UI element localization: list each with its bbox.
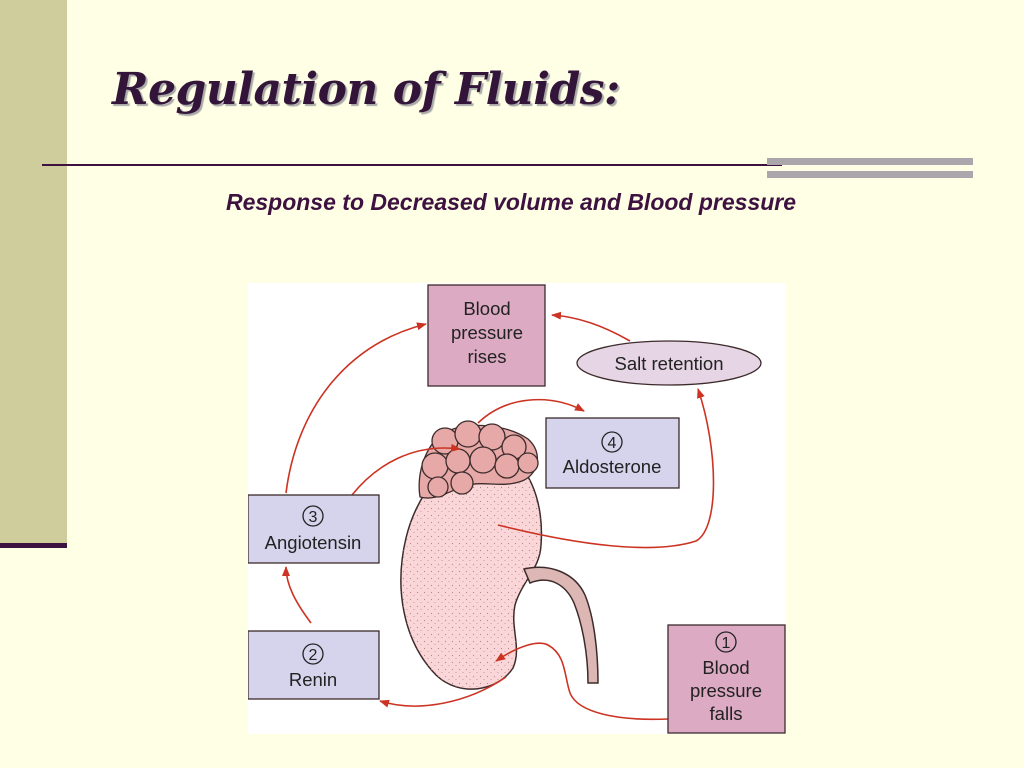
- aldosterone-step-number: 4: [608, 435, 617, 452]
- aldosterone-label: Aldosterone: [563, 456, 662, 477]
- arrow-salt-retention-to-bp-rises: [551, 311, 631, 342]
- step-number-circle: [302, 505, 324, 527]
- node-salt-retention: Salt retention: [576, 340, 762, 386]
- accent-bar-bottom: [767, 171, 973, 178]
- title-divider: [42, 164, 782, 166]
- bp-falls-line-2: pressure: [690, 680, 762, 701]
- step-number-circle: [302, 643, 324, 665]
- angiotensin-step-number: 3: [309, 509, 318, 526]
- angiotensin-label: Angiotensin: [265, 532, 362, 553]
- step-number-circle: [715, 631, 737, 653]
- step-number-circle: [601, 431, 623, 453]
- arrow-renin-to-angiotensin: [282, 566, 312, 624]
- node-blood-pressure-falls: 1 Blood pressure falls: [667, 624, 786, 734]
- slide-subtitle: Response to Decreased volume and Blood p…: [225, 189, 797, 215]
- bp-falls-line-3: falls: [710, 703, 743, 724]
- arrow-falls-to-kidney: [495, 642, 669, 721]
- cycle-arrows: [282, 311, 715, 721]
- renin-step-number: 2: [309, 647, 318, 664]
- node-renin: 2 Renin: [248, 630, 380, 700]
- kidney-illustration: [400, 444, 599, 690]
- arrow-kidney-to-renin: [379, 676, 507, 708]
- bp-rises-line-1: Blood: [463, 298, 510, 319]
- bp-falls-step-number: 1: [722, 635, 731, 652]
- bp-rises-line-3: rises: [467, 346, 506, 367]
- arrow-aldosterone-to-salt-retention: [497, 388, 715, 549]
- node-blood-pressure-rises: Blood pressure rises: [427, 284, 546, 387]
- bp-rises-line-2: pressure: [451, 322, 523, 343]
- arrow-adrenal-to-aldosterone: [477, 398, 585, 424]
- accent-bar-top: [767, 158, 973, 165]
- bp-falls-line-1: Blood: [702, 657, 749, 678]
- node-angiotensin: 3 Angiotensin: [248, 494, 380, 564]
- renin-label: Renin: [289, 669, 337, 690]
- left-decorative-bar: [0, 0, 67, 543]
- arrow-angiotensin-to-adrenal: [351, 443, 461, 496]
- slide-title: Regulation of Fluids:: [112, 64, 620, 115]
- fluid-regulation-diagram: Blood pressure rises Salt retention 4 Al…: [248, 283, 786, 734]
- arrow-angiotensin-to-bp-rises: [285, 322, 427, 494]
- node-aldosterone: 4 Aldosterone: [545, 417, 680, 489]
- salt-retention-label: Salt retention: [614, 353, 723, 374]
- left-bar-underline: [0, 543, 67, 548]
